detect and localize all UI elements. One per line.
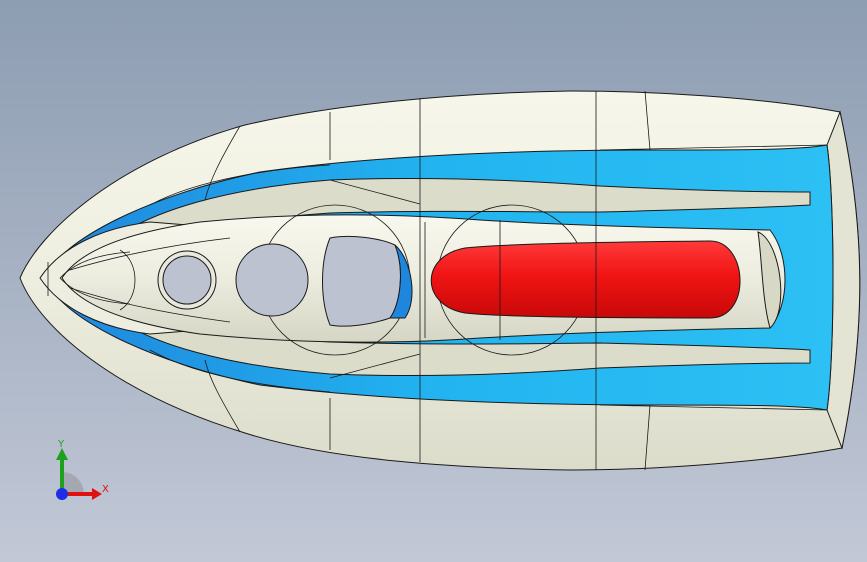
steam-slot-inner-wall	[388, 244, 413, 319]
x-axis-label: X	[102, 484, 109, 495]
y-axis-arrow	[56, 448, 68, 460]
x-axis-arrow	[92, 488, 102, 500]
surface-edges	[47, 90, 828, 471]
steam-hole-large[interactable]	[235, 243, 309, 317]
heating-element[interactable]	[430, 240, 741, 319]
steam-hole-small-inner	[162, 255, 212, 305]
steam-slot[interactable]	[322, 235, 401, 327]
iron-soleplate-model[interactable]	[19, 90, 861, 471]
axis-triad-graphic	[56, 448, 102, 500]
y-axis-label: Y	[58, 439, 65, 450]
axis-triad[interactable]: Y X	[40, 436, 120, 516]
z-axis-dot	[56, 488, 68, 500]
channel-end-cap[interactable]	[757, 231, 782, 329]
triad-base-wedge	[62, 472, 84, 494]
